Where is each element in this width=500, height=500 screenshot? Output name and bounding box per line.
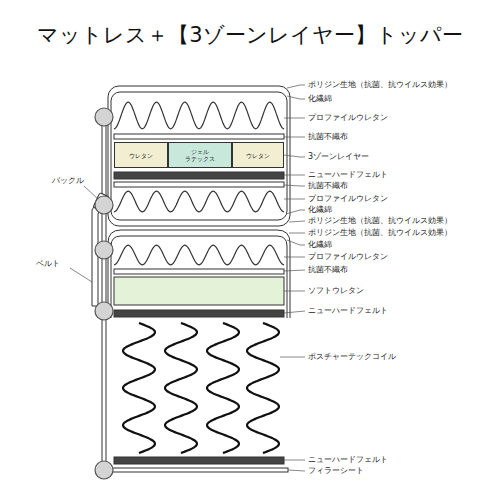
pocket-coil bbox=[247, 323, 279, 453]
felt-layer bbox=[114, 310, 284, 317]
pocket-coil bbox=[123, 323, 155, 453]
part-label: ニューハードフェルト bbox=[308, 306, 388, 316]
part-label: ニューハードフェルト bbox=[308, 455, 388, 465]
part-label: 抗菌不織布 bbox=[308, 181, 348, 191]
zone-label: ジェル ラテックス bbox=[183, 148, 217, 162]
pocket-coil bbox=[165, 323, 197, 453]
leader-lines bbox=[70, 85, 305, 471]
zone-label: ウレタン bbox=[129, 152, 153, 159]
part-label: 化繊綿 bbox=[308, 240, 332, 250]
part-label: ポリジン生地（抗菌、抗ウイルス効果） bbox=[308, 80, 452, 90]
topper-wadding bbox=[111, 92, 287, 220]
part-label: ポスチャーテックコイル bbox=[308, 352, 396, 362]
part-label: ポリジン生地（抗菌、抗ウイルス効果） bbox=[308, 228, 452, 238]
part-label: ソフトウレタン bbox=[308, 286, 364, 296]
foam-wave bbox=[114, 245, 284, 265]
nonwoven-layer bbox=[114, 269, 284, 274]
topper-cover bbox=[108, 86, 290, 226]
diagram-title: マットレス＋【3ゾーンレイヤー】トッパー bbox=[0, 22, 500, 48]
felt-layer bbox=[114, 457, 284, 464]
zone-block: ジェル ラテックス bbox=[168, 142, 232, 168]
part-label: 抗菌不織布 bbox=[308, 132, 348, 142]
zone-block: ウレタン bbox=[232, 142, 284, 168]
foam-wave bbox=[114, 191, 284, 212]
mattress-wadding bbox=[111, 236, 287, 318]
part-label: プロファイルウレタン bbox=[308, 252, 388, 262]
nonwoven-layer bbox=[114, 182, 284, 187]
spring-and-foam-strokes bbox=[114, 102, 284, 453]
part-label: プロファイルウレタン bbox=[308, 113, 388, 123]
part-label: 化繊綿 bbox=[308, 94, 332, 104]
part-label: 化繊綿 bbox=[308, 205, 332, 215]
filler-sheet bbox=[110, 468, 288, 472]
part-label: ベルト bbox=[36, 259, 60, 269]
side-frame bbox=[106, 108, 107, 472]
part-label: バックル bbox=[52, 176, 84, 186]
frame-rings bbox=[95, 108, 113, 479]
pocket-coil bbox=[207, 323, 239, 453]
part-label: ポリジン生地（抗菌、抗ウイルス効果） bbox=[308, 216, 452, 226]
felt-layer bbox=[114, 172, 284, 179]
soft-urethane bbox=[114, 277, 284, 305]
part-label: 3ゾーンレイヤー bbox=[308, 152, 369, 162]
zone-label: ウレタン bbox=[246, 152, 270, 159]
side-frame bbox=[102, 108, 103, 472]
part-label: プロファイルウレタン bbox=[308, 194, 388, 204]
mattress-cover bbox=[108, 230, 290, 318]
zone-block: ウレタン bbox=[114, 142, 168, 168]
part-label: 抗菌不織布 bbox=[308, 265, 348, 275]
nonwoven-layer bbox=[114, 134, 284, 139]
part-label: フィラーシート bbox=[308, 466, 364, 476]
part-label: ニューハードフェルト bbox=[308, 170, 388, 180]
foam-wave bbox=[114, 102, 284, 129]
